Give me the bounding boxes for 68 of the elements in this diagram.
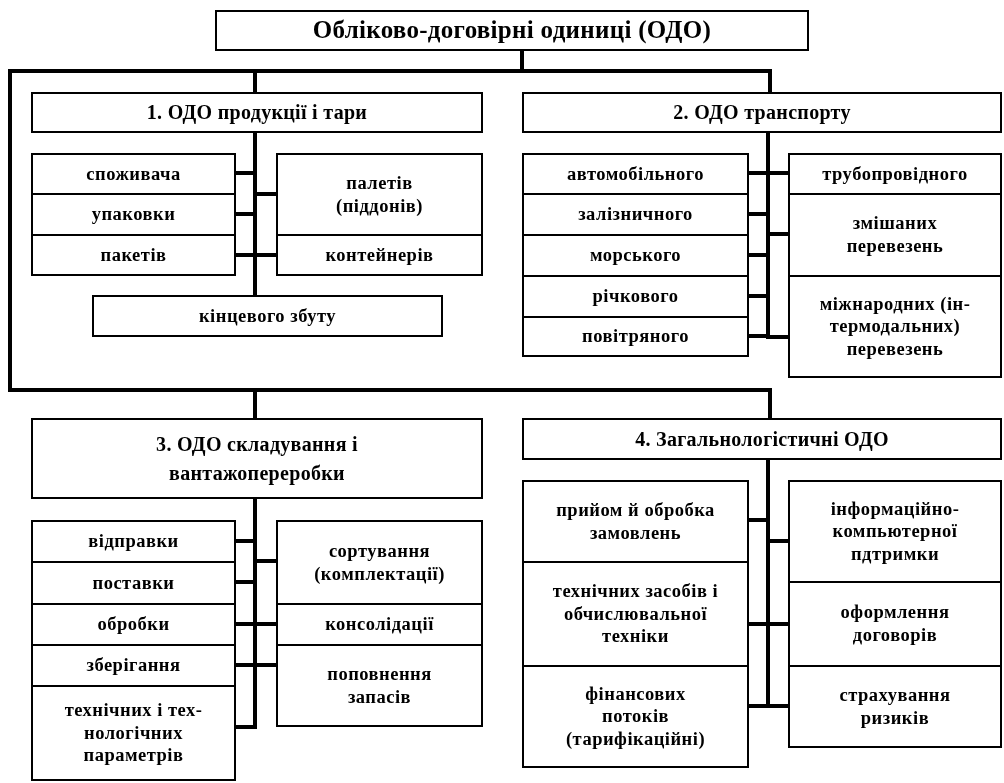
box-label: 3. ОДО складування і вантажопереробки bbox=[155, 431, 359, 487]
box-label: міжнародних (ін- термодальних) перевезень bbox=[818, 292, 972, 361]
box-label: упаковки bbox=[91, 203, 176, 226]
item-box bbox=[31, 520, 236, 563]
box-label: споживача bbox=[86, 162, 181, 186]
item-box bbox=[788, 193, 1002, 277]
item-box bbox=[92, 295, 443, 337]
box-label: кінцевого збуту bbox=[198, 304, 337, 328]
item-box bbox=[276, 644, 483, 727]
box-label: інформаційно- компьютерної пдтримки bbox=[829, 497, 961, 566]
box-label: страхування ризиків bbox=[838, 683, 952, 730]
category-box bbox=[31, 92, 483, 133]
box-label: технічних засобів і обчислювальної техніки bbox=[551, 580, 720, 648]
box-label: річкового bbox=[592, 285, 679, 308]
item-box bbox=[788, 581, 1002, 667]
box-label: залізничного bbox=[578, 203, 693, 226]
box-label: змішаних перевезень bbox=[845, 212, 945, 258]
box-label: контейнерів bbox=[325, 243, 434, 267]
box-label: сортування (комплектації) bbox=[313, 539, 446, 586]
item-box bbox=[788, 275, 1002, 378]
item-box bbox=[31, 193, 236, 236]
category-box bbox=[31, 418, 483, 499]
item-box bbox=[788, 665, 1002, 748]
category-box bbox=[522, 92, 1002, 133]
item-box bbox=[522, 234, 749, 277]
box-label: обробки bbox=[97, 613, 170, 636]
item-box bbox=[522, 153, 749, 195]
item-box bbox=[276, 520, 483, 605]
box-label: трубопровідного bbox=[822, 162, 968, 186]
box-label: оформлення договорів bbox=[839, 601, 951, 647]
item-box bbox=[31, 561, 236, 605]
box-label: фінансових потоків (тарифікаційні) bbox=[564, 682, 707, 751]
box-label: відправки bbox=[88, 530, 179, 553]
root-box bbox=[215, 10, 809, 51]
item-box bbox=[31, 603, 236, 646]
item-box bbox=[31, 685, 236, 781]
item-box bbox=[31, 644, 236, 687]
box-label: поставки bbox=[92, 571, 175, 595]
item-box bbox=[276, 234, 483, 276]
connector-line bbox=[253, 499, 276, 667]
item-box bbox=[522, 480, 749, 563]
box-label: 1. ОДО продукції і тари bbox=[146, 100, 368, 126]
box-label: технічних і тех- нологічних параметрів bbox=[63, 699, 204, 767]
box-label: повітряного bbox=[582, 325, 689, 348]
box-label: поповнення запасів bbox=[326, 662, 433, 709]
item-box bbox=[276, 153, 483, 236]
item-box bbox=[522, 561, 749, 667]
item-box bbox=[522, 665, 749, 768]
item-box bbox=[788, 480, 1002, 583]
item-box bbox=[276, 603, 483, 646]
item-box bbox=[788, 153, 1002, 195]
connector-line bbox=[766, 460, 788, 708]
box-label: консолідації bbox=[325, 613, 434, 636]
box-label: 2. ОДО транспорту bbox=[673, 100, 851, 126]
item-box bbox=[522, 316, 749, 357]
category-box bbox=[522, 418, 1002, 460]
box-label: морського bbox=[589, 244, 682, 267]
item-box bbox=[522, 193, 749, 236]
box-label: пакетів bbox=[100, 243, 167, 267]
box-label: 4. Загальнологістичні ОДО bbox=[635, 426, 889, 453]
box-label: автомобільного bbox=[567, 162, 704, 186]
item-box bbox=[522, 275, 749, 318]
box-label: палетів (піддонів) bbox=[335, 171, 424, 218]
item-box bbox=[31, 153, 236, 195]
item-box bbox=[31, 234, 236, 276]
box-label: зберігання bbox=[86, 654, 181, 677]
box-label: Обліково-договірні одиниці (ОДО) bbox=[312, 15, 712, 46]
box-label: прийом й обробка замовлень bbox=[555, 498, 716, 545]
